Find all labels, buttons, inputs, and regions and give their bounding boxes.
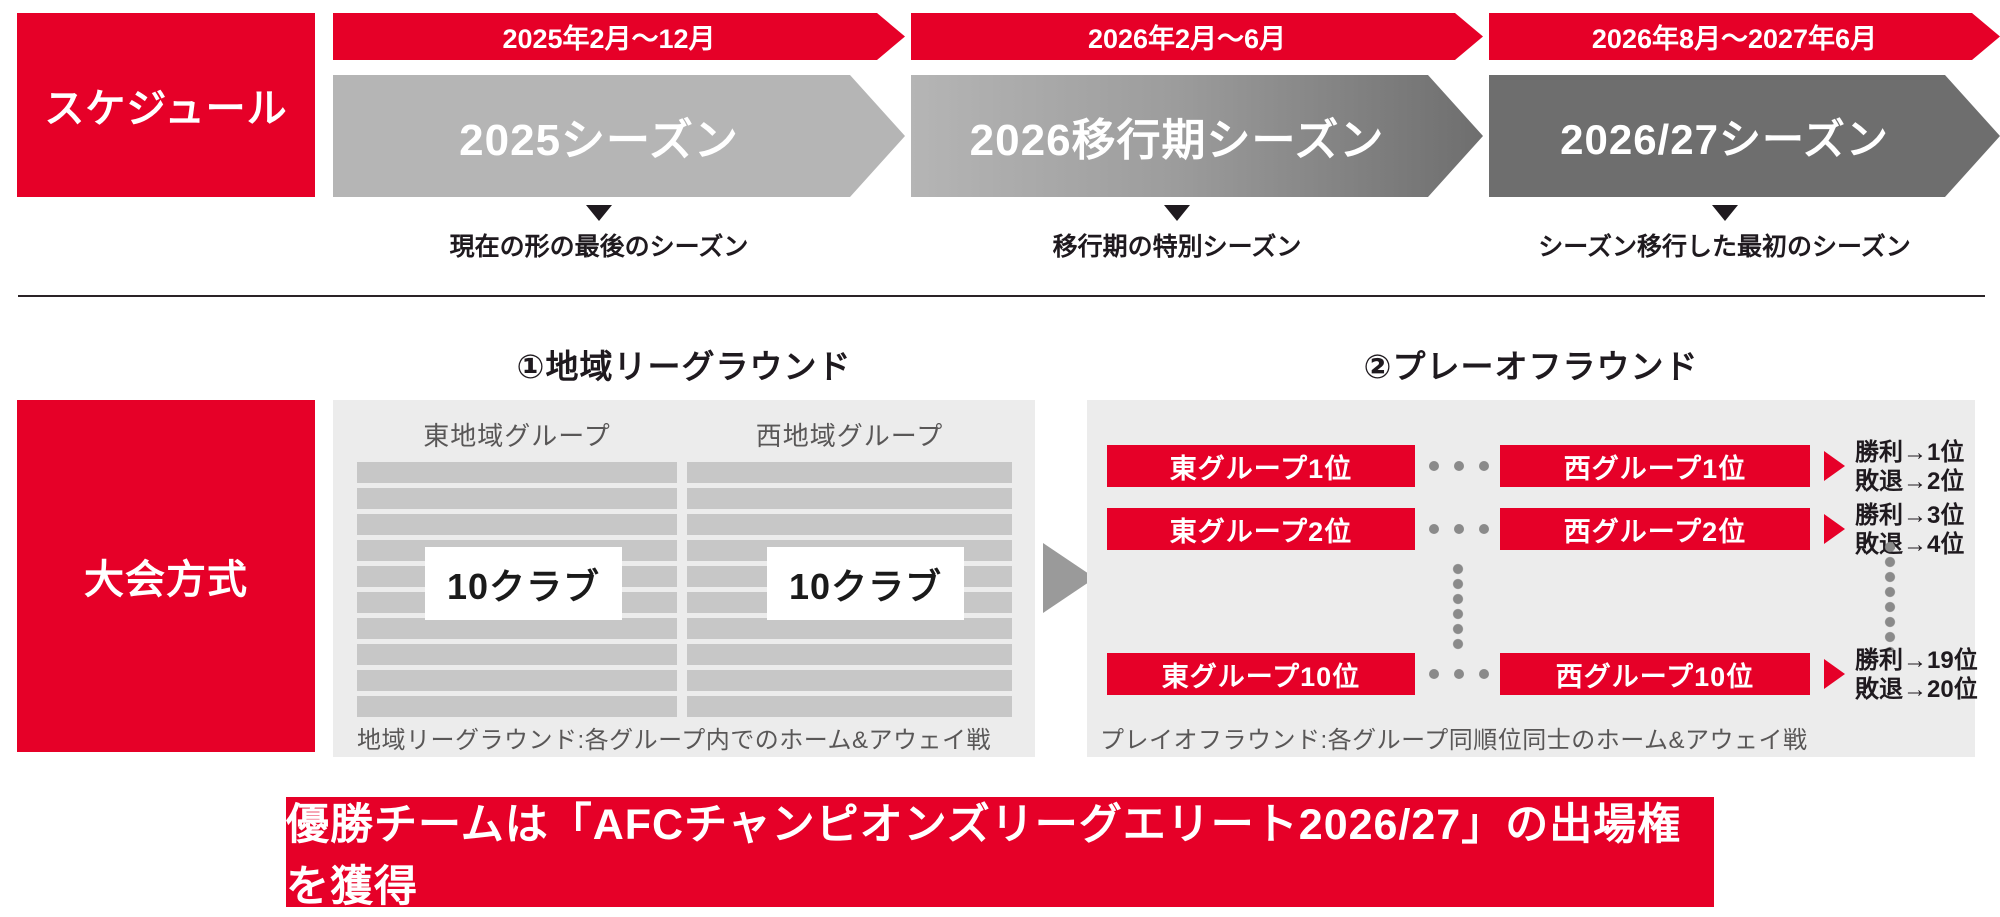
west-seed-1-bar: 西グループ1位 [1500, 445, 1810, 487]
result-arrow-icon [1824, 659, 1845, 689]
vs-dots-icon [1417, 669, 1500, 679]
schedule-phase-3: 2026年8月〜2027年6月 2026/27シーズン シーズン移行した最初のシ… [1489, 13, 2000, 263]
matchup-10-win: 勝利→19位 [1855, 647, 1978, 674]
phase-3-note: シーズン移行した最初のシーズン [1538, 233, 1911, 261]
vertical-ellipsis-icon [1452, 562, 1464, 652]
down-arrow-icon [1164, 205, 1190, 221]
matchup-10-result: 勝利→19位 敗退→20位 [1855, 646, 1978, 705]
matchup-1-result: 勝利→1位 敗退→2位 [1855, 438, 1964, 497]
down-arrow-icon [586, 205, 612, 221]
matchup-1-lose: 敗退→2位 [1855, 468, 1965, 496]
phase-1-note: 現在の形の最後のシーズン [449, 233, 749, 261]
result-arrow-icon [1824, 451, 1845, 481]
format-section-label: 大会方式 [17, 400, 315, 752]
phase-2-note: 移行期の特別シーズン [1052, 233, 1302, 261]
matchup-10-lose: 敗退→20位 [1855, 676, 1978, 704]
east-seed-10-bar: 東グループ10位 [1107, 653, 1415, 695]
section-divider [18, 295, 1985, 297]
vs-dots-icon [1417, 524, 1500, 534]
league-round-caption: 地域リーグラウンド:各グループ内でのホーム&アウェイ戦 [357, 727, 992, 754]
playoff-round-caption: プレイオフラウンド:各グループ同順位同士のホーム&アウェイ戦 [1100, 727, 1808, 754]
west-seed-10-bar: 西グループ10位 [1500, 653, 1810, 695]
west-seed-2-bar: 西グループ2位 [1500, 508, 1810, 550]
playoff-round-title: ②プレーオフラウンド [1363, 348, 1699, 385]
east-group-name: 東地域グループ [423, 421, 611, 451]
league-round-title: ①地域リーグラウンド [516, 348, 852, 385]
result-arrow-icon [1824, 514, 1845, 544]
vertical-ellipsis-icon [1884, 540, 1896, 652]
matchup-2-result: 勝利→3位 敗退→4位 [1855, 501, 1964, 560]
phase-3-period-banner: 2026年8月〜2027年6月 [1489, 13, 2000, 60]
schedule-phase-2: 2026年2月〜6月 2026移行期シーズン 移行期の特別シーズン [911, 13, 1483, 263]
matchup-2-lose: 敗退→4位 [1855, 531, 1965, 559]
east-clubs-count-box: 10クラブ [425, 547, 622, 620]
phase-2-period-banner: 2026年2月〜6月 [911, 13, 1483, 60]
phase-1-season-arrow: 2025シーズン [333, 75, 905, 197]
schedule-phase-1: 2025年2月〜12月 2025シーズン 現在の形の最後のシーズン [333, 13, 905, 263]
matchup-2-win: 勝利→3位 [1855, 502, 1965, 529]
league-round-panel: 東地域グループ 西地域グループ 10クラブ 10クラブ 地域リーグラウンド:各グ… [333, 400, 1035, 757]
phase-1-period-banner: 2025年2月〜12月 [333, 13, 905, 60]
phase-3-season-arrow: 2026/27シーズン [1489, 75, 2000, 197]
east-seed-1-bar: 東グループ1位 [1107, 445, 1415, 487]
right-arrow-icon [1043, 543, 1095, 613]
schedule-section-label: スケジュール [17, 13, 315, 197]
phase-2-season-arrow: 2026移行期シーズン [911, 75, 1483, 197]
vs-dots-icon [1417, 461, 1500, 471]
west-group-name: 西地域グループ [755, 421, 944, 451]
champion-reward-banner: 優勝チームは「AFCチャンピオンズリーグエリート2026/27」の出場権を獲得 [286, 797, 1714, 911]
west-clubs-count-box: 10クラブ [767, 547, 964, 620]
matchup-1-win: 勝利→1位 [1855, 439, 1965, 466]
down-arrow-icon [1711, 205, 1738, 221]
east-seed-2-bar: 東グループ2位 [1107, 508, 1415, 550]
playoff-round-panel: 東グループ1位 西グループ1位 勝利→1位 敗退→2位 東グループ2位 西グルー… [1087, 400, 1978, 757]
